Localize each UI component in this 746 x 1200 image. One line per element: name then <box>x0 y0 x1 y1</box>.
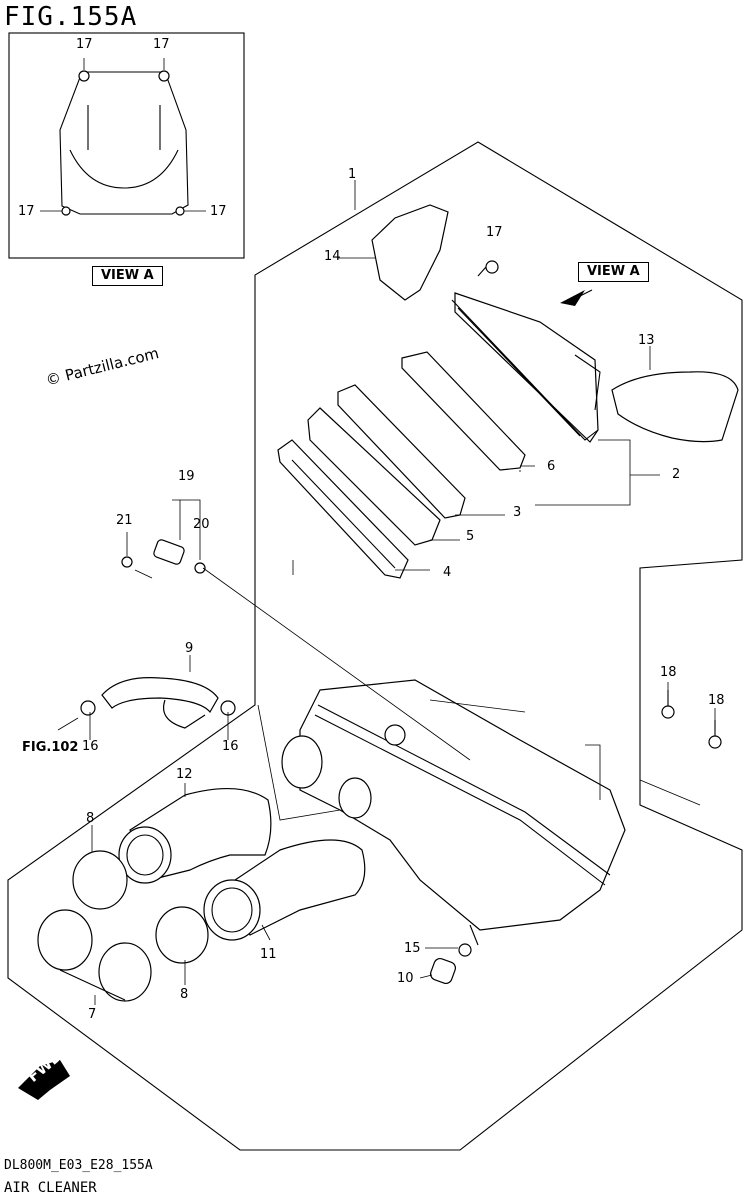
fig-102-reference[interactable]: FIG.102 <box>22 740 79 755</box>
callout-17: 17 <box>18 204 35 219</box>
callout-7: 7 <box>88 1007 97 1022</box>
callout-18: 18 <box>660 665 677 680</box>
clamp-7a <box>37 909 93 971</box>
callout-17: 17 <box>210 204 227 219</box>
callout-20: 20 <box>193 517 210 532</box>
callout-1: 1 <box>348 167 357 182</box>
callout-17: 17 <box>486 225 503 240</box>
duct-12-drawing <box>118 788 272 884</box>
view-a-arrow <box>560 290 585 306</box>
duct-11-drawing <box>203 839 366 941</box>
bolt-18b <box>708 720 722 749</box>
callout-14: 14 <box>324 249 341 264</box>
callout-12: 12 <box>176 767 193 782</box>
filter-housing-drawing <box>451 292 601 443</box>
callout-21: 21 <box>116 513 133 528</box>
callout-18: 18 <box>708 693 725 708</box>
callout-15: 15 <box>404 941 421 956</box>
callout-16: 16 <box>222 739 239 754</box>
callout-5: 5 <box>466 529 475 544</box>
callout-11: 11 <box>260 947 277 962</box>
assembly-boundary <box>7 141 743 1151</box>
sensor-19-drawing <box>121 499 206 579</box>
figure-title: FIG.155A <box>4 2 138 32</box>
callout-6: 6 <box>547 459 556 474</box>
inlet-duct-13 <box>611 371 739 443</box>
plug-10 <box>429 957 457 985</box>
callout-17: 17 <box>153 37 170 52</box>
callout-17: 17 <box>76 37 93 52</box>
callout-19: 19 <box>178 469 195 484</box>
callout-2: 2 <box>672 467 681 482</box>
clamp-8b <box>155 906 209 964</box>
callout-8: 8 <box>86 811 95 826</box>
view-a-inset-frame <box>8 32 245 259</box>
callout-8: 8 <box>180 987 189 1002</box>
callout-3: 3 <box>513 505 522 520</box>
hose-9 <box>101 677 219 714</box>
view-a-label-main: VIEW A <box>578 262 649 282</box>
callout-10: 10 <box>397 971 414 986</box>
callout-13: 13 <box>638 333 655 348</box>
clamp-15 <box>458 943 472 957</box>
callout-9: 9 <box>185 641 194 656</box>
air-box-drawing <box>281 679 626 946</box>
leader-lines <box>57 180 716 1005</box>
filter-seal-4 <box>277 439 409 579</box>
figure-name: AIR CLEANER <box>4 1180 97 1196</box>
callout-16: 16 <box>82 739 99 754</box>
callout-4: 4 <box>443 565 452 580</box>
fwd-arrow <box>18 1060 70 1100</box>
clamp-8a <box>72 850 128 910</box>
bolt-18a <box>661 690 675 719</box>
filter-element-6 <box>401 351 526 471</box>
figure-code: DL800M_E03_E28_155A <box>4 1158 153 1173</box>
screw-17 <box>477 260 499 277</box>
inset-cover-drawing <box>40 58 206 216</box>
duct-14 <box>371 204 449 301</box>
view-a-label-inset: VIEW A <box>92 266 163 286</box>
clamp-7b <box>98 942 152 1002</box>
